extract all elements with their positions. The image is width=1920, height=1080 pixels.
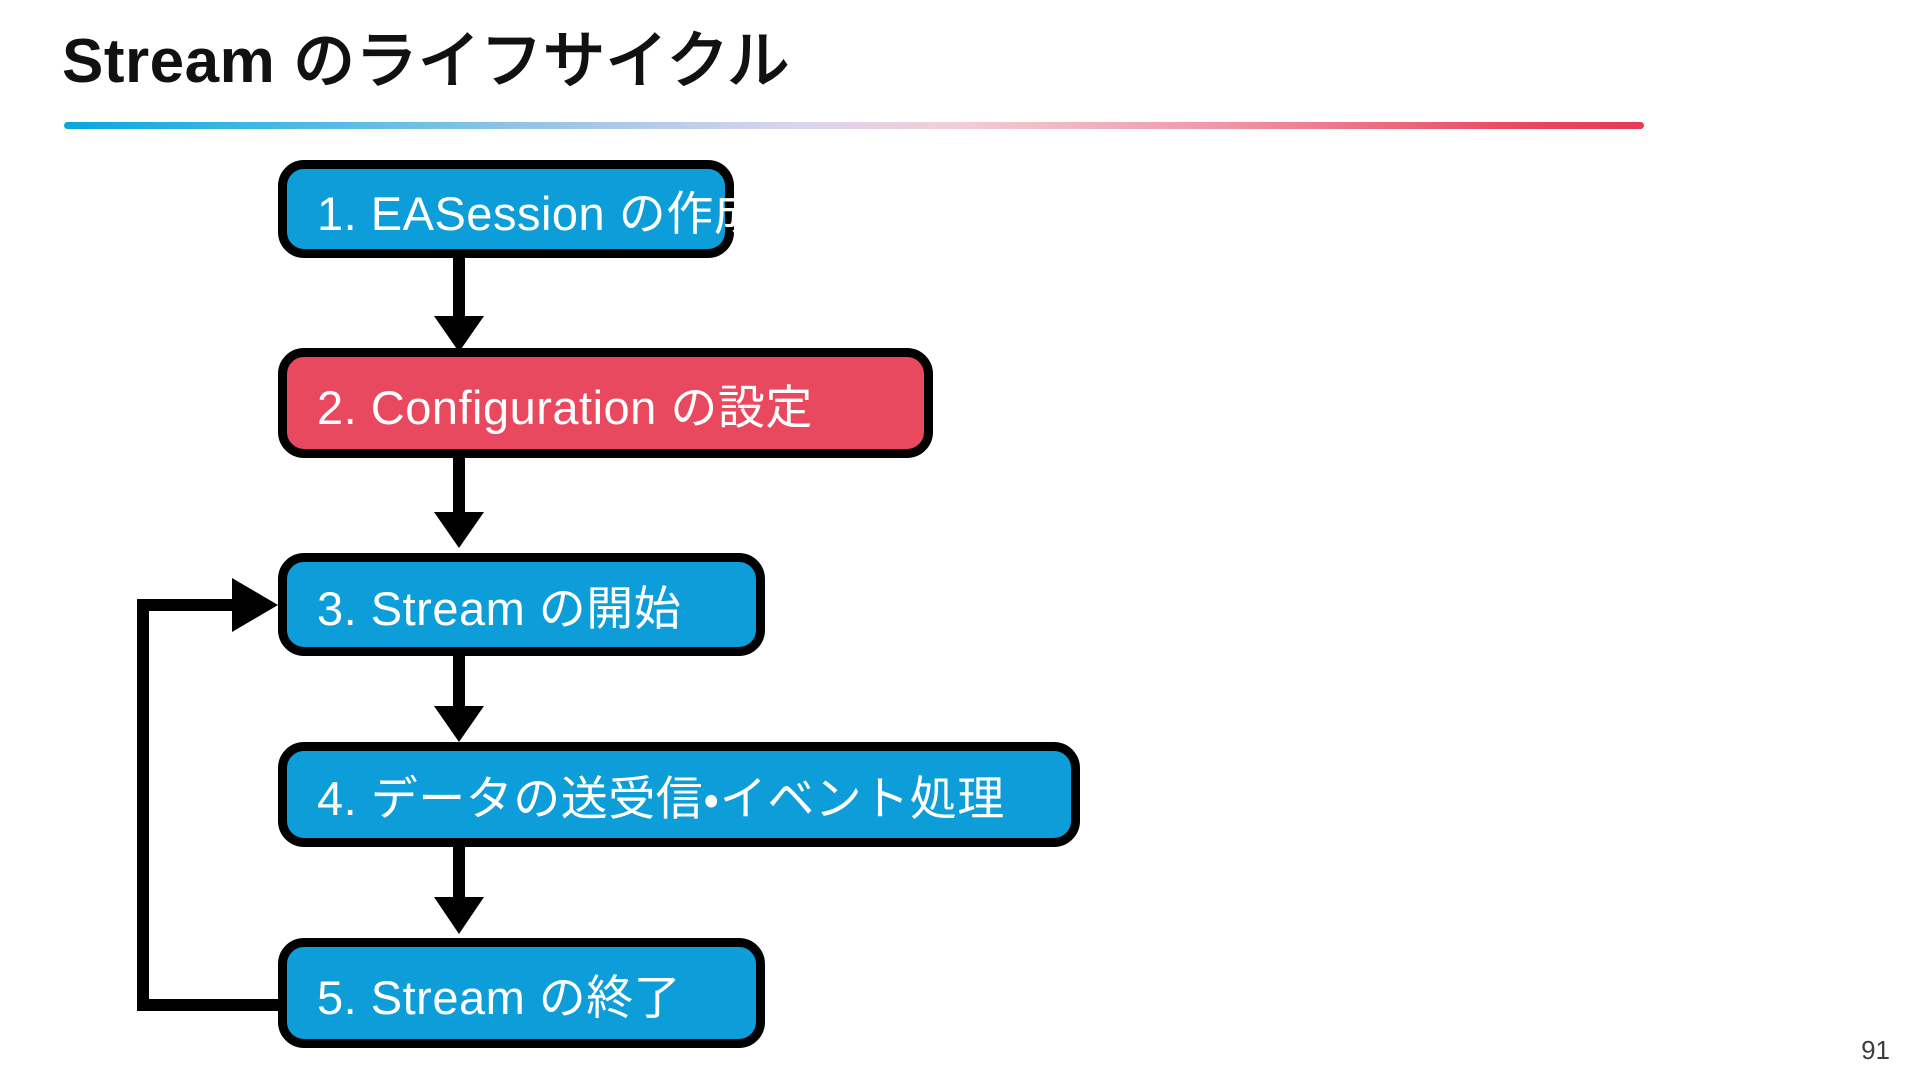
connector-5-to-3-loop [137,578,278,1011]
connector-4-to-5 [434,847,484,934]
flow-node-5-end-stream[interactable]: 5. Stream の終了 [278,938,765,1048]
flow-node-label: 2. Configuration の設定 [317,380,813,434]
connector-3-to-4 [434,656,484,742]
flow-node-4-data-transfer-event-handling[interactable]: 4. データの送受信・イベント処理 [278,742,1080,847]
flow-node-label: 1. EASession の作成 [317,186,762,240]
flow-node-label: 3. Stream の開始 [317,582,682,635]
title-underline-rule [64,122,1644,129]
flow-node-1-create-easession[interactable]: 1. EASession の作成 [278,160,761,258]
connector-2-to-3 [434,458,484,548]
page-title: Stream のライフサイクル [62,27,790,96]
connector-1-to-2 [434,258,484,352]
flow-node-3-start-stream[interactable]: 3. Stream の開始 [278,553,765,656]
page-number: 91 [1861,1035,1890,1065]
flow-node-label: 5. Stream の終了 [317,970,682,1024]
flow-node-2-set-configuration[interactable]: 2. Configuration の設定 [278,348,933,458]
flow-node-label: 4. データの送受信・イベント処理 [317,772,1005,825]
